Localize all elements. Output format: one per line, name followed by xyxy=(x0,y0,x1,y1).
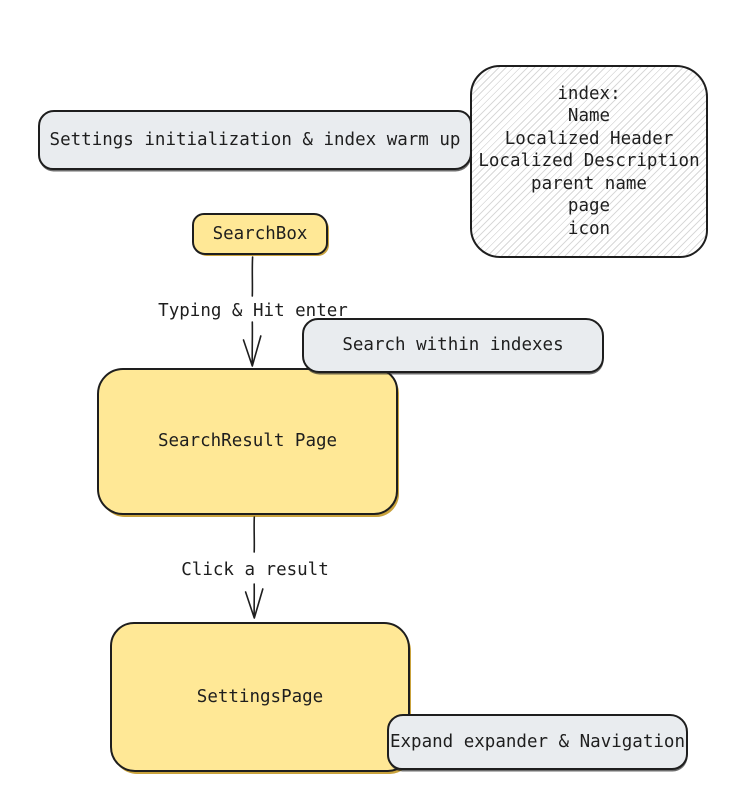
node-settingspage-label: SettingsPage xyxy=(196,686,324,707)
node-searchresult-page-label: SearchResult Page xyxy=(157,431,338,451)
index-field-page: page xyxy=(567,196,611,217)
node-expand-navigation-label: Expand expander & Navigation xyxy=(389,731,685,752)
node-settings-init-label: Settings initialization & index warm up xyxy=(49,129,461,150)
index-field-localized-header: Localized Header xyxy=(504,128,674,149)
index-field-name: Name xyxy=(567,106,611,127)
node-searchresult-page: SearchResult Page xyxy=(97,368,398,515)
node-search-within-indexes-label: Search within indexes xyxy=(342,335,564,355)
node-searchbox: SearchBox xyxy=(192,213,328,255)
node-settingspage: SettingsPage xyxy=(110,622,410,772)
node-settings-init: Settings initialization & index warm up xyxy=(38,110,472,170)
index-field-parent-name: parent name xyxy=(531,173,647,194)
index-field-localized-description: Localized Description xyxy=(478,151,700,172)
node-searchbox-label: SearchBox xyxy=(212,223,308,244)
edge-label-typing-hit-enter: Typing & Hit enter xyxy=(158,301,348,321)
index-field-icon: icon xyxy=(567,218,611,239)
node-index-fields: index: Name Localized Header Localized D… xyxy=(470,65,708,258)
index-field-title: index: xyxy=(557,83,621,104)
edge-label-click-a-result: Click a result xyxy=(181,560,329,580)
node-expand-navigation: Expand expander & Navigation xyxy=(387,714,688,770)
node-search-within-indexes: Search within indexes xyxy=(302,318,604,373)
